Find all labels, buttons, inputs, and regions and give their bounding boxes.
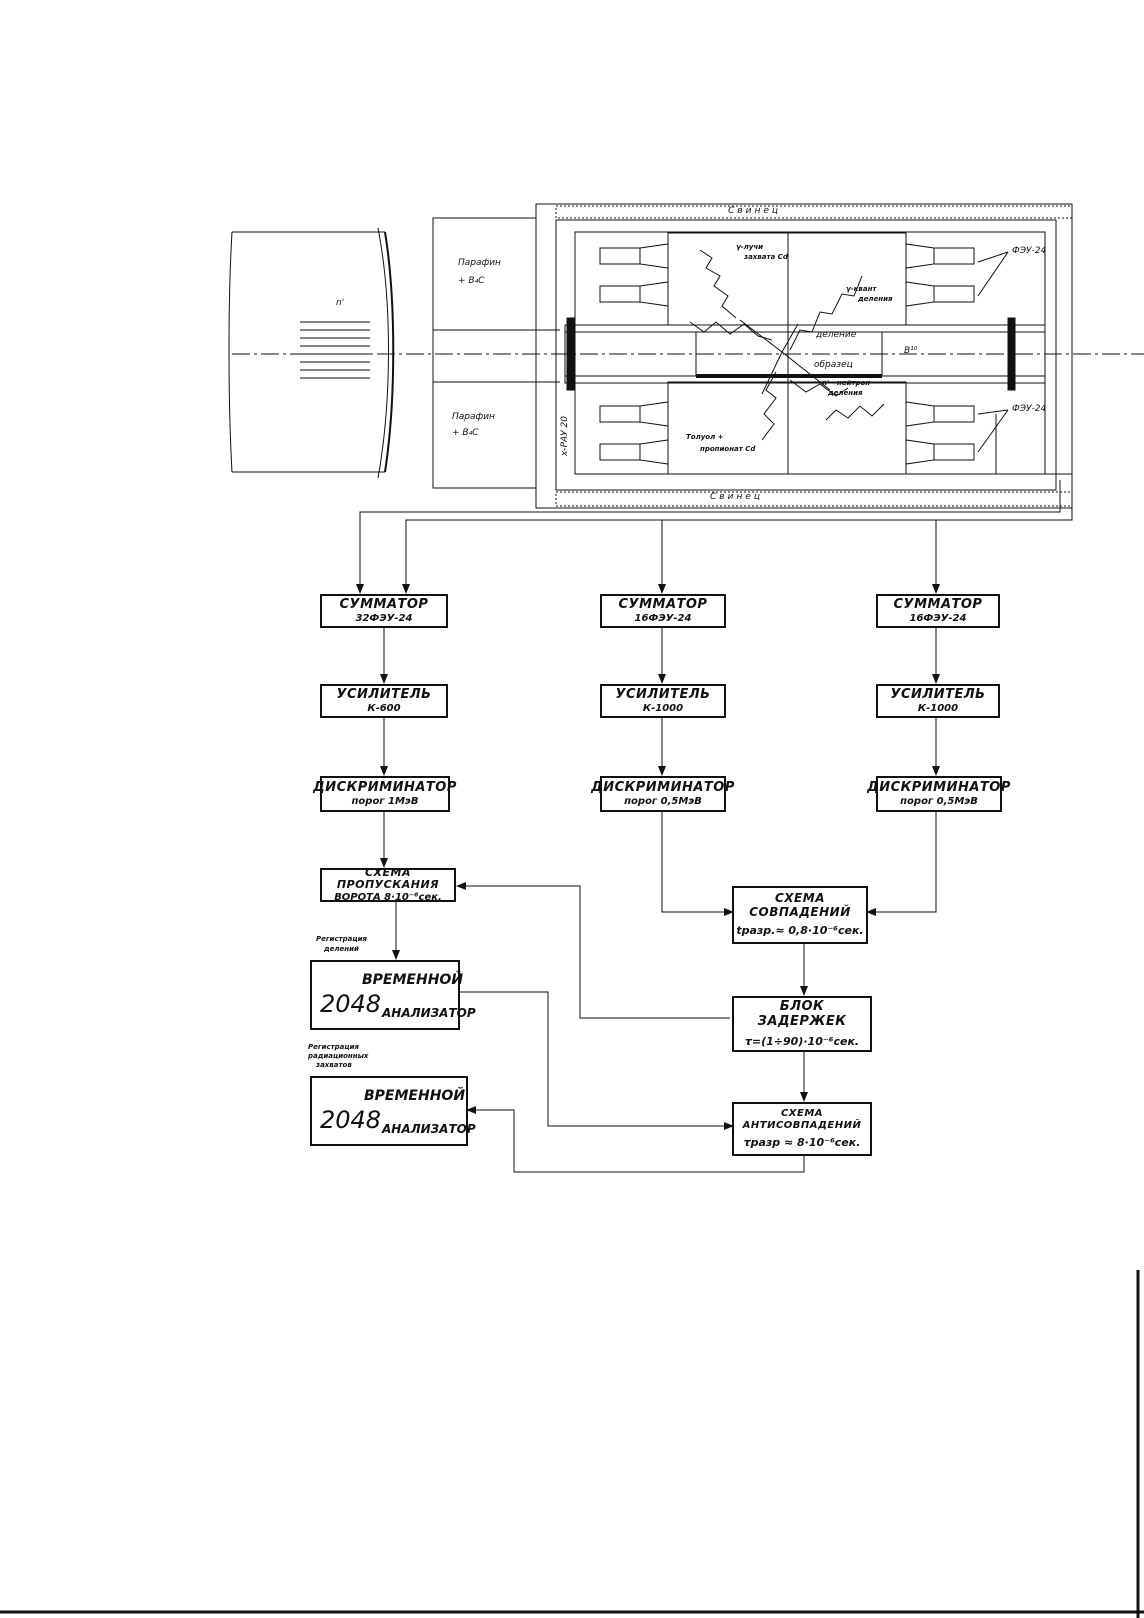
- coincidence-sub: tразр.≈ 0,8·10⁻⁶сек.: [736, 924, 864, 938]
- amplifier-right-title: УСИЛИТЕЛЬ: [890, 686, 986, 702]
- analyzer1-caption-1: Регистрация: [316, 935, 367, 943]
- analyzer2-caption-2: радиационных: [308, 1052, 369, 1060]
- neutron-label: n': [336, 298, 345, 308]
- analyzer1-word1: ВРЕМЕННОЙ: [362, 972, 464, 988]
- time-analyzer-2: 2048 ВРЕМЕННОЙ АНАЛИЗАТОР: [310, 1076, 476, 1146]
- analyzer1-channels: 2048: [320, 990, 382, 1018]
- discriminator-right-sub: порог 0,5МэВ: [900, 795, 978, 807]
- amplifier-middle: УСИЛИТЕЛЬ К-1000: [600, 684, 726, 718]
- anticoincidence-sub: τразр ≈ 8·10⁻⁶сек.: [743, 1136, 861, 1150]
- lead-bottom-label: Свинец: [710, 492, 763, 502]
- amplifier-left-title: УСИЛИТЕЛЬ: [336, 686, 432, 702]
- paraffin-bottom-label-2: + B₄C: [452, 428, 479, 438]
- discriminator-middle: ДИСКРИМИНАТОР порог 0,5МэВ: [591, 776, 734, 812]
- paraffin-top-label-1: Парафин: [458, 258, 501, 268]
- toluene-label-2: пропионат Cd: [700, 445, 756, 453]
- analyzer2-word2: АНАЛИЗАТОР: [382, 1122, 476, 1136]
- anticoincidence-circuit: СХЕМА АНТИСОВПАДЕНИЙ τразр ≈ 8·10⁻⁶сек.: [732, 1102, 872, 1156]
- sample-label: образец: [814, 360, 853, 370]
- pmt-bottom-label: ФЭУ-24: [1012, 404, 1047, 414]
- paraffin-bottom-label-1: Парафин: [452, 412, 495, 422]
- summator-middle: СУММАТОР 16ФЭУ-24: [600, 594, 726, 628]
- analyzer2-channels: 2048: [320, 1106, 382, 1134]
- summator-right-sub: 16ФЭУ-24: [909, 612, 967, 624]
- summator-right-title: СУММАТОР: [893, 596, 983, 612]
- capture-gamma-label-1: γ-лучи: [736, 243, 764, 251]
- fission-gamma-label-1: γ-квант: [846, 285, 877, 293]
- analyzer1-caption-2: делений: [324, 945, 359, 953]
- gate-circuit: СХЕМА ПРОПУСКАНИЯ ВОРОТА 8·10⁻⁶сек.: [320, 865, 456, 903]
- summator-middle-sub: 16ФЭУ-24: [634, 612, 692, 624]
- pmt-top-label: ФЭУ-24: [1012, 246, 1047, 256]
- summator-middle-title: СУММАТОР: [618, 596, 708, 612]
- toluene-label-1: Толуол +: [686, 433, 724, 441]
- gate-circuit-sub: ВОРОТА 8·10⁻⁶сек.: [334, 891, 442, 903]
- fission-neutron-label-1: n' - нейтрон: [822, 379, 871, 387]
- discriminator-left-sub: порог 1МэВ: [351, 795, 419, 807]
- amplifier-middle-title: УСИЛИТЕЛЬ: [615, 686, 711, 702]
- lead-top-label: Свинец: [728, 206, 781, 216]
- summator-left-sub: 32ФЭУ-24: [355, 612, 413, 624]
- summator-left: СУММАТОР 32ФЭУ-24: [320, 594, 448, 628]
- time-analyzer-1: 2048 ВРЕМЕННОЙ АНАЛИЗАТОР: [310, 960, 476, 1030]
- coincidence-title: СХЕМА СОВПАДЕНИЙ: [749, 890, 851, 919]
- discriminator-left-title: ДИСКРИМИНАТОР: [313, 779, 457, 795]
- anticoincidence-title: СХЕМА АНТИСОВПАДЕНИЙ: [742, 1108, 862, 1131]
- summator-left-title: СУММАТОР: [339, 596, 429, 612]
- discriminator-right-title: ДИСКРИМИНАТОР: [867, 779, 1011, 795]
- coincidence-circuit: СХЕМА СОВПАДЕНИЙ tразр.≈ 0,8·10⁻⁶сек.: [732, 886, 868, 944]
- side-label: x-РАУ 20: [560, 416, 570, 456]
- capture-gamma-label-2: захвата Cd: [744, 253, 788, 261]
- analyzer1-word2: АНАЛИЗАТОР: [382, 1006, 476, 1020]
- summator-right: СУММАТОР 16ФЭУ-24: [876, 594, 1000, 628]
- analyzer2-caption-3: захватов: [316, 1061, 352, 1069]
- boron-label: B¹⁰: [904, 346, 918, 356]
- delay-unit: БЛОК ЗАДЕРЖЕК τ=(1÷90)·10⁻⁶сек.: [732, 996, 872, 1052]
- discriminator-middle-sub: порог 0,5МэВ: [624, 795, 702, 807]
- fission-neutron-label-2: деления: [828, 389, 863, 397]
- paraffin-top-label-2: + B₄C: [458, 276, 485, 286]
- amplifier-right: УСИЛИТЕЛЬ К-1000: [876, 684, 1000, 718]
- amplifier-middle-sub: К-1000: [642, 702, 684, 714]
- analyzer2-caption-1: Регистрация: [308, 1043, 359, 1051]
- fission-label: деление: [816, 330, 857, 340]
- discriminator-right: ДИСКРИМИНАТОР порог 0,5МэВ: [867, 776, 1010, 812]
- amplifier-right-sub: К-1000: [917, 702, 959, 714]
- discriminator-left: ДИСКРИМИНАТОР порог 1МэВ: [313, 776, 456, 812]
- discriminator-middle-title: ДИСКРИМИНАТОР: [591, 779, 735, 795]
- amplifier-left: УСИЛИТЕЛЬ К-600: [320, 684, 448, 718]
- delay-sub: τ=(1÷90)·10⁻⁶сек.: [744, 1034, 860, 1048]
- fission-gamma-label-2: деления: [858, 295, 893, 303]
- gate-circuit-title: СХЕМА ПРОПУСКАНИЯ: [336, 865, 440, 892]
- delay-title: БЛОК ЗАДЕРЖЕК: [757, 998, 847, 1029]
- analyzer2-word1: ВРЕМЕННОЙ: [364, 1088, 466, 1104]
- amplifier-left-sub: К-600: [367, 702, 401, 714]
